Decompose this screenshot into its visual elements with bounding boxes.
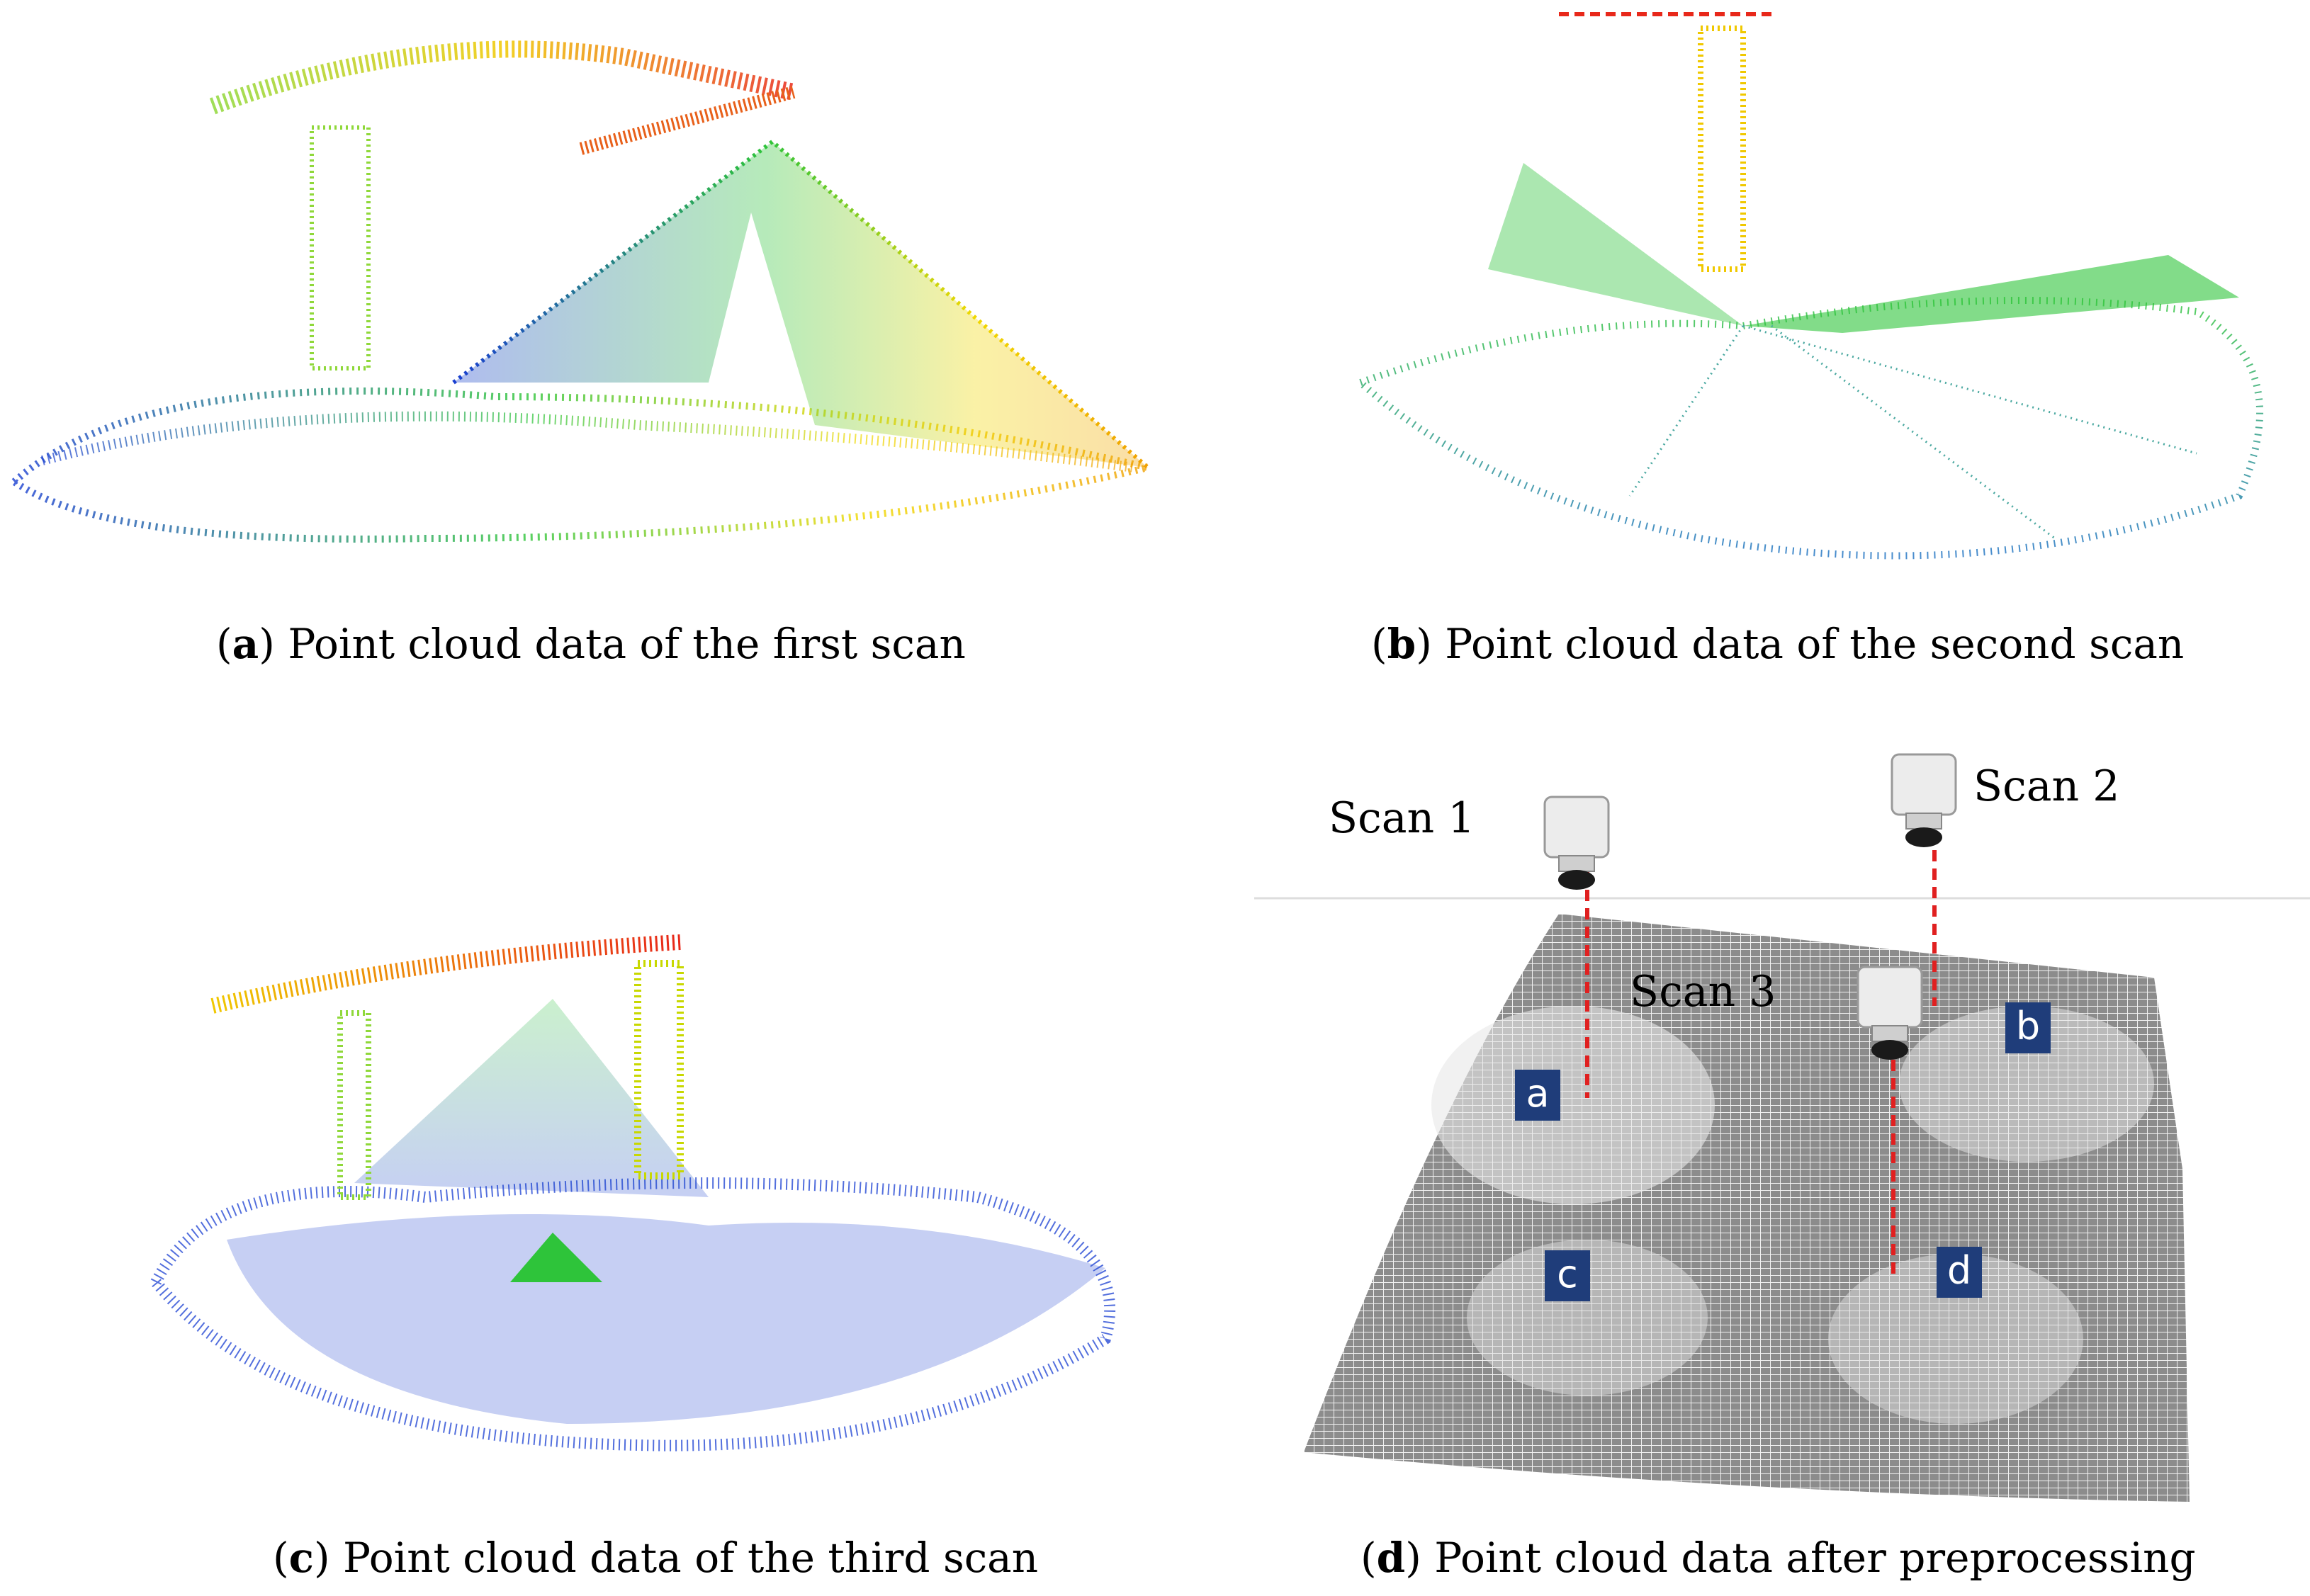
- caption-letter: d: [1376, 1534, 1406, 1582]
- caption-text: Point cloud data of the first scan: [288, 620, 966, 668]
- caption-d: (d) Point cloud data after preprocessing: [1360, 1534, 2196, 1582]
- point-cloud-third-scan: [149, 934, 1116, 1451]
- panel-c-image: [142, 900, 1162, 1466]
- region-marker-b: b: [2005, 1002, 2051, 1053]
- caption-letter: c: [288, 1534, 314, 1582]
- scan-3-label: Scan 3: [1630, 967, 1776, 1017]
- caption-letter: a: [232, 620, 259, 668]
- region-marker-a: a: [1515, 1070, 1560, 1121]
- scan-2-label: Scan 2: [1973, 762, 2120, 811]
- caption-b: (b) Point cloud data of the second scan: [1371, 620, 2185, 668]
- caption-a: (a) Point cloud data of the first scan: [216, 620, 966, 668]
- panel-d-image: [1254, 744, 2310, 1523]
- caption-letter: b: [1387, 620, 1416, 668]
- point-cloud-first-scan: [8, 40, 1149, 543]
- caption-text: Point cloud data of the second scan: [1445, 620, 2185, 668]
- region-marker-d: d: [1937, 1247, 1982, 1298]
- point-cloud-second-scan: [1353, 12, 2264, 560]
- panel-b-image: [1346, 0, 2310, 581]
- preprocessed-point-cloud: [1254, 850, 2310, 1502]
- laser-scanner-icon: [1851, 963, 1929, 1065]
- region-marker-c: c: [1545, 1250, 1590, 1301]
- caption-text: Point cloud data of the third scan: [343, 1534, 1039, 1582]
- caption-text: Point cloud data after preprocessing: [1434, 1534, 2196, 1582]
- laser-scanner-icon: [1885, 751, 1963, 853]
- laser-scanner-icon: [1538, 793, 1616, 895]
- panel-a-image: [0, 0, 1162, 595]
- scan-1-label: Scan 1: [1329, 793, 1475, 843]
- caption-c: (c) Point cloud data of the third scan: [273, 1534, 1039, 1582]
